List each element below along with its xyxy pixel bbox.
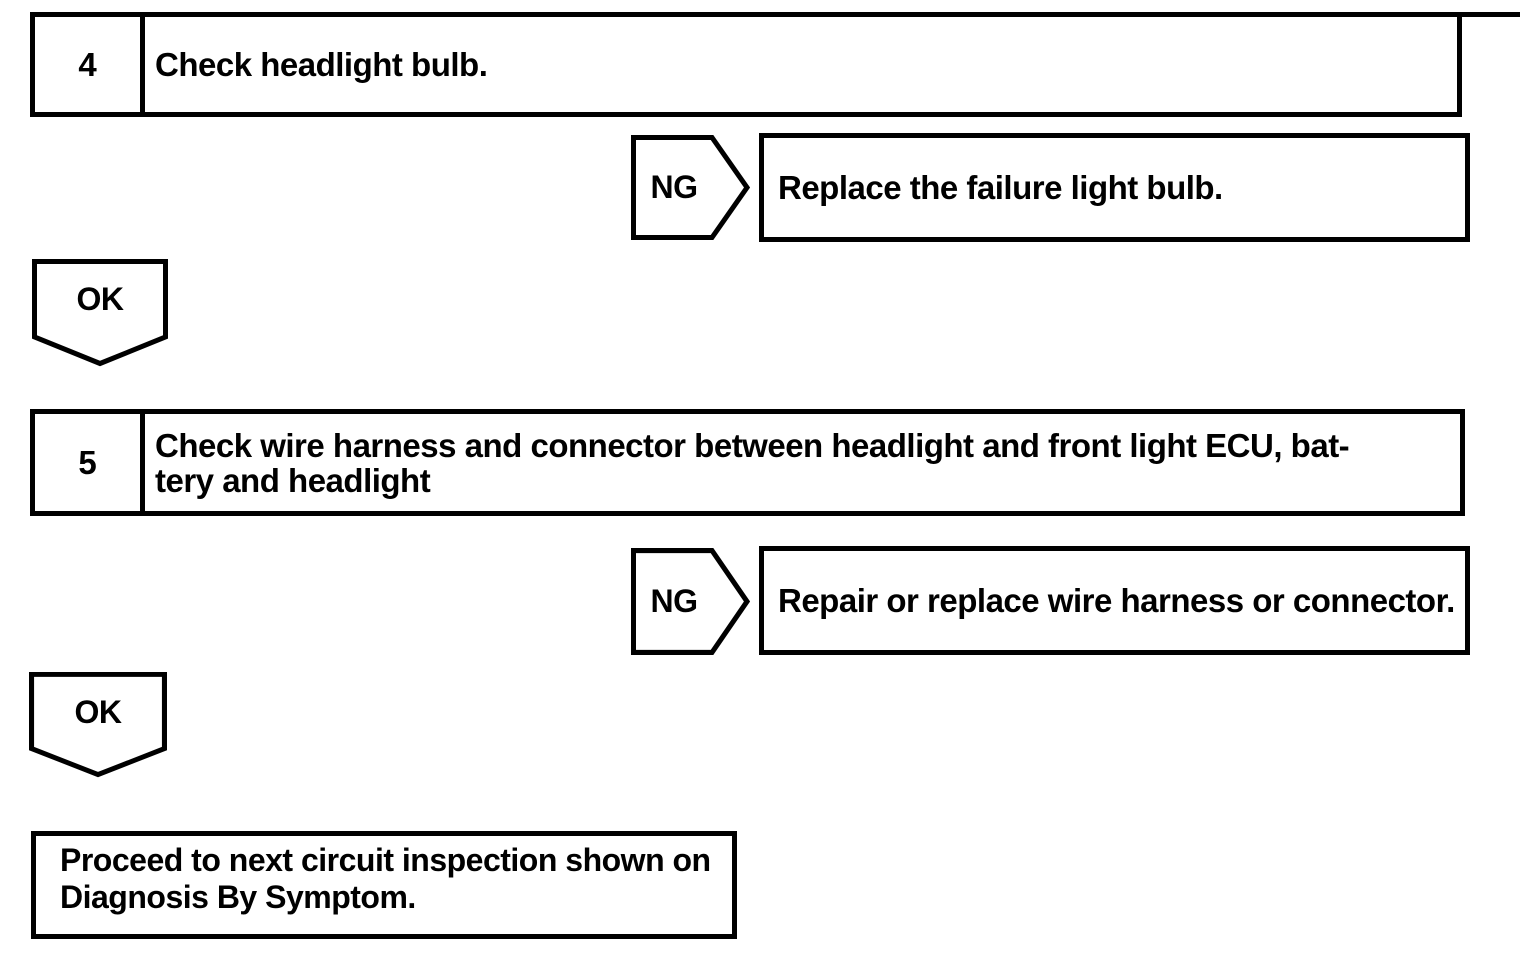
step-5-number: 5: [35, 414, 145, 511]
step-number-text: 5: [78, 443, 97, 481]
ok-arrow-shape: [29, 672, 167, 778]
step-title-line: Check headlight bulb.: [155, 46, 488, 83]
step-4-ng-arrow: NG: [631, 135, 750, 240]
ng-action-text: Repair or replace wire harness or connec…: [778, 581, 1455, 619]
step-5-ok-arrow: OK: [29, 672, 167, 778]
ng-label: NG: [650, 169, 699, 205]
ok-label: OK: [76, 280, 125, 317]
step-4-ok-arrow: OK: [32, 259, 168, 367]
step-5-ng-action-box: Repair or replace wire harness or connec…: [759, 546, 1470, 655]
step-title-line: Check wire harness and connector between…: [155, 426, 1350, 464]
ng-action-text: Replace the failure light bulb.: [778, 168, 1223, 206]
step-4-title: Check headlight bulb.: [145, 17, 1457, 112]
ng-arrow-shape: [631, 548, 750, 655]
ok-arrow-shape: [32, 259, 168, 367]
step-5-box: 5 Check wire harness and connector betwe…: [30, 409, 1465, 516]
ng-label: NG: [650, 583, 699, 619]
terminal-box: Proceed to next circuit inspection shown…: [31, 831, 737, 939]
page-top-rule: [1460, 12, 1520, 17]
step-5-title: Check wire harness and connector between…: [145, 414, 1460, 511]
ok-label: OK: [74, 693, 123, 730]
terminal-text-line: Diagnosis By Symptom.: [60, 879, 416, 915]
terminal-text-line: Proceed to next circuit inspection shown…: [60, 842, 711, 878]
step-4-number: 4: [35, 17, 145, 112]
step-number-text: 4: [78, 45, 97, 83]
step-5-ng-arrow: NG: [631, 548, 750, 655]
step-4-ng-action-box: Replace the failure light bulb.: [759, 133, 1470, 242]
step-4-box: 4 Check headlight bulb.: [30, 12, 1462, 117]
step-title-line: tery and headlight: [155, 461, 431, 499]
ng-arrow-shape: [631, 135, 750, 240]
